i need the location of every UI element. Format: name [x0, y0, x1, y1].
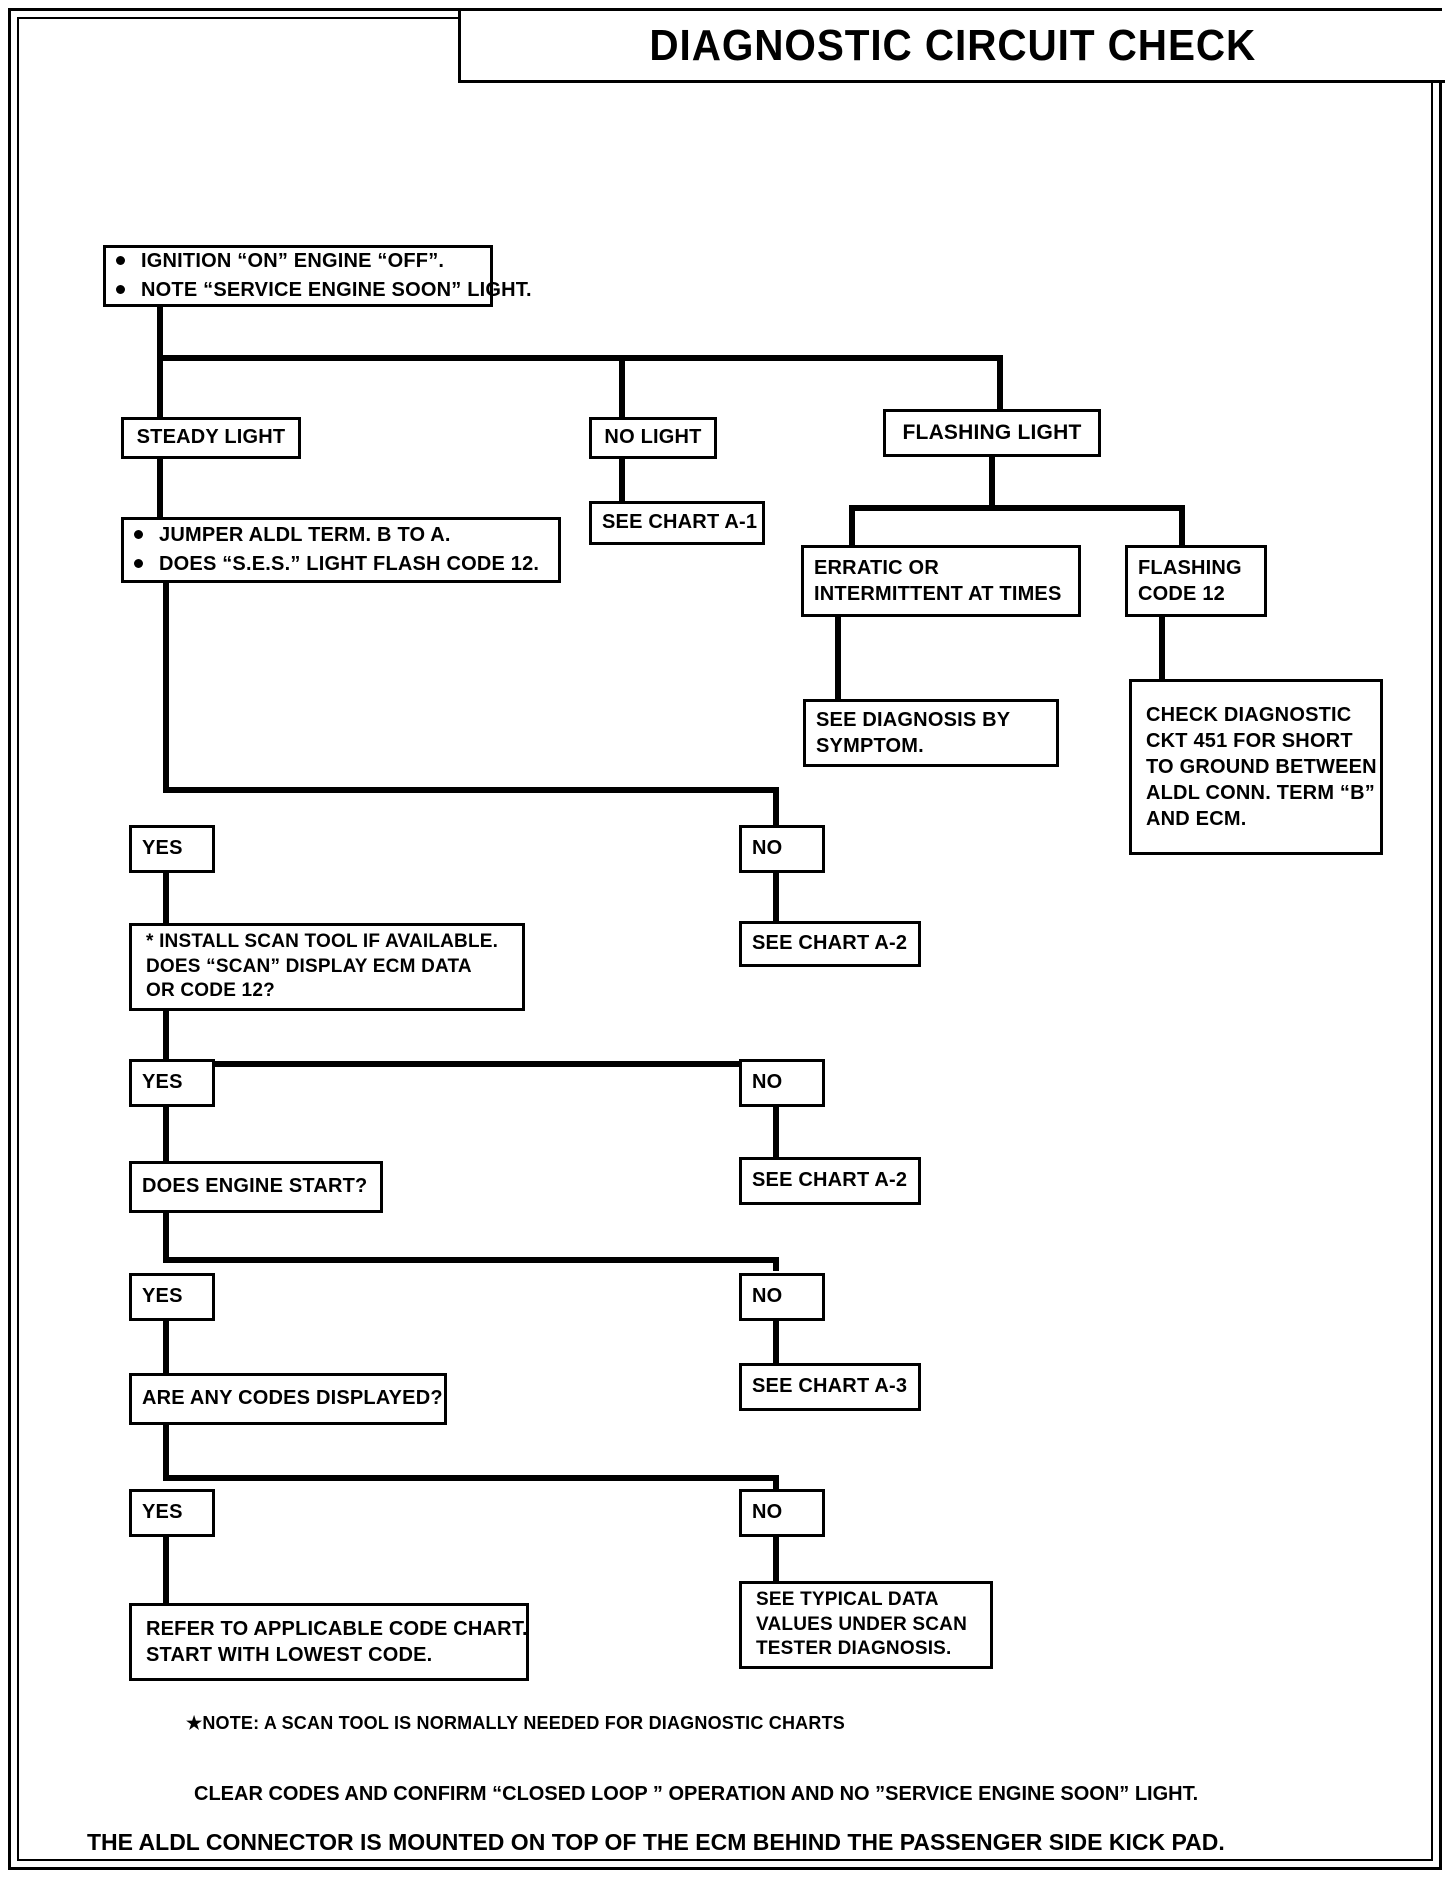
- connector-steady-down: [157, 459, 163, 517]
- connector-scan-down: [163, 1011, 169, 1067]
- check-ckt-451-box: CHECK DIAGNOSTIC CKT 451 FOR SHORT TO GR…: [1129, 679, 1383, 855]
- decision1-no-result-box: SEE CHART A-2: [739, 921, 921, 967]
- connector-to-nolight: [619, 355, 625, 417]
- footer-clear-codes-note: CLEAR CODES AND CONFIRM “CLOSED LOOP ” O…: [194, 1783, 1199, 1805]
- connector-flashing-code-down: [1159, 617, 1165, 679]
- refer-code-chart-box: REFER TO APPLICABLE CODE CHART. START WI…: [129, 1603, 529, 1681]
- connector-to-flashing-code: [1179, 505, 1185, 545]
- decision1-no-label: NO: [739, 825, 825, 873]
- decision1-yes-label: YES: [129, 825, 215, 873]
- page-title-box: DIAGNOSTIC CIRCUIT CHECK: [458, 11, 1445, 83]
- decision3-no-result-box: SEE CHART A-3: [739, 1363, 921, 1411]
- decision4-no-label: NO: [739, 1489, 825, 1537]
- connector-decision3-no-down: [773, 1257, 779, 1271]
- connector-decision4-no-down: [773, 1475, 779, 1489]
- connector-decision4-bus: [163, 1475, 779, 1481]
- connector-decision1-no-down: [773, 787, 779, 825]
- connector-branch-bus: [157, 355, 1003, 361]
- jumper-bullet-1: JUMPER ALDL TERM. B TO A.: [134, 521, 548, 550]
- connector-decision3-no-result: [773, 1321, 779, 1363]
- connector-decision4-no-down2: [773, 1537, 779, 1581]
- connector-flashing-bus: [849, 505, 1185, 511]
- connector-to-erratic: [849, 505, 855, 545]
- are-any-codes-displayed-box: ARE ANY CODES DISPLAYED?: [129, 1373, 447, 1425]
- footer-aldl-connector-note: THE ALDL CONNECTOR IS MOUNTED ON TOP OF …: [87, 1829, 1225, 1855]
- decision4-yes-label: YES: [129, 1489, 215, 1537]
- decision3-yes-label: YES: [129, 1273, 215, 1321]
- branch-flashing-light: FLASHING LIGHT: [883, 409, 1101, 457]
- jumper-bullet-2: DOES “S.E.S.” LIGHT FLASH CODE 12.: [134, 550, 548, 579]
- connector-decision2-no-result: [773, 1107, 779, 1161]
- bullet-dot-icon: [116, 285, 125, 294]
- connector-to-steady: [157, 355, 163, 417]
- erratic-intermittent-box: ERRATIC OR INTERMITTENT AT TIMES: [801, 545, 1081, 617]
- connector-nolight-down: [619, 459, 625, 501]
- connector-decision3-bus: [163, 1257, 779, 1263]
- flashing-code-12-box: FLASHING CODE 12: [1125, 545, 1267, 617]
- bullet-dot-icon: [134, 559, 143, 568]
- connector-start-down: [157, 307, 163, 379]
- connector-engine-start-down: [163, 1213, 169, 1263]
- bullet-dot-icon: [116, 256, 125, 265]
- start-instruction-box: IGNITION “ON” ENGINE “OFF”. NOTE “SERVIC…: [103, 245, 532, 307]
- start-bullet-1: IGNITION “ON” ENGINE “OFF”.: [116, 247, 480, 276]
- connector-decision3-yes-down: [163, 1321, 169, 1373]
- decision2-no-result-box: SEE CHART A-2: [739, 1157, 921, 1205]
- connector-decision2-yes-down: [163, 1107, 169, 1161]
- typical-data-values-box: SEE TYPICAL DATA VALUES UNDER SCAN TESTE…: [739, 1581, 993, 1669]
- start-bullet-2: NOTE “SERVICE ENGINE SOON” LIGHT.: [116, 276, 532, 305]
- connector-erratic-down: [835, 617, 841, 699]
- see-chart-a1-box: SEE CHART A-1: [589, 501, 765, 545]
- connector-jumper-down: [163, 583, 169, 793]
- does-engine-start-box: DOES ENGINE START?: [129, 1161, 383, 1213]
- see-diagnosis-symptom-box: SEE DIAGNOSIS BY SYMPTOM.: [803, 699, 1059, 767]
- branch-steady-light: STEADY LIGHT: [121, 417, 301, 459]
- page-frame: DIAGNOSTIC CIRCUIT CHECK IGNITION “ON” E…: [8, 8, 1445, 1870]
- decision2-no-label: NO: [739, 1059, 825, 1107]
- connector-decision1-yes-down: [163, 873, 169, 923]
- connector-flashing-down: [989, 457, 995, 505]
- page-title: DIAGNOSTIC CIRCUIT CHECK: [649, 20, 1257, 70]
- connector-decision1-no-result: [773, 873, 779, 921]
- branch-no-light: NO LIGHT: [589, 417, 717, 459]
- connector-decision2-bus: [163, 1061, 779, 1067]
- jumper-aldl-box: JUMPER ALDL TERM. B TO A. DOES “S.E.S.” …: [121, 517, 561, 583]
- footer-scan-tool-note: ★NOTE: A SCAN TOOL IS NORMALLY NEEDED FO…: [186, 1713, 845, 1733]
- decision3-no-label: NO: [739, 1273, 825, 1321]
- connector-to-flashing: [997, 355, 1003, 417]
- connector-codes-down: [163, 1425, 169, 1481]
- install-scan-tool-box: * INSTALL SCAN TOOL IF AVAILABLE. DOES “…: [129, 923, 525, 1011]
- connector-decision4-yes-down: [163, 1537, 169, 1603]
- decision2-yes-label: YES: [129, 1059, 215, 1107]
- connector-decision1-bus: [163, 787, 779, 793]
- bullet-dot-icon: [134, 530, 143, 539]
